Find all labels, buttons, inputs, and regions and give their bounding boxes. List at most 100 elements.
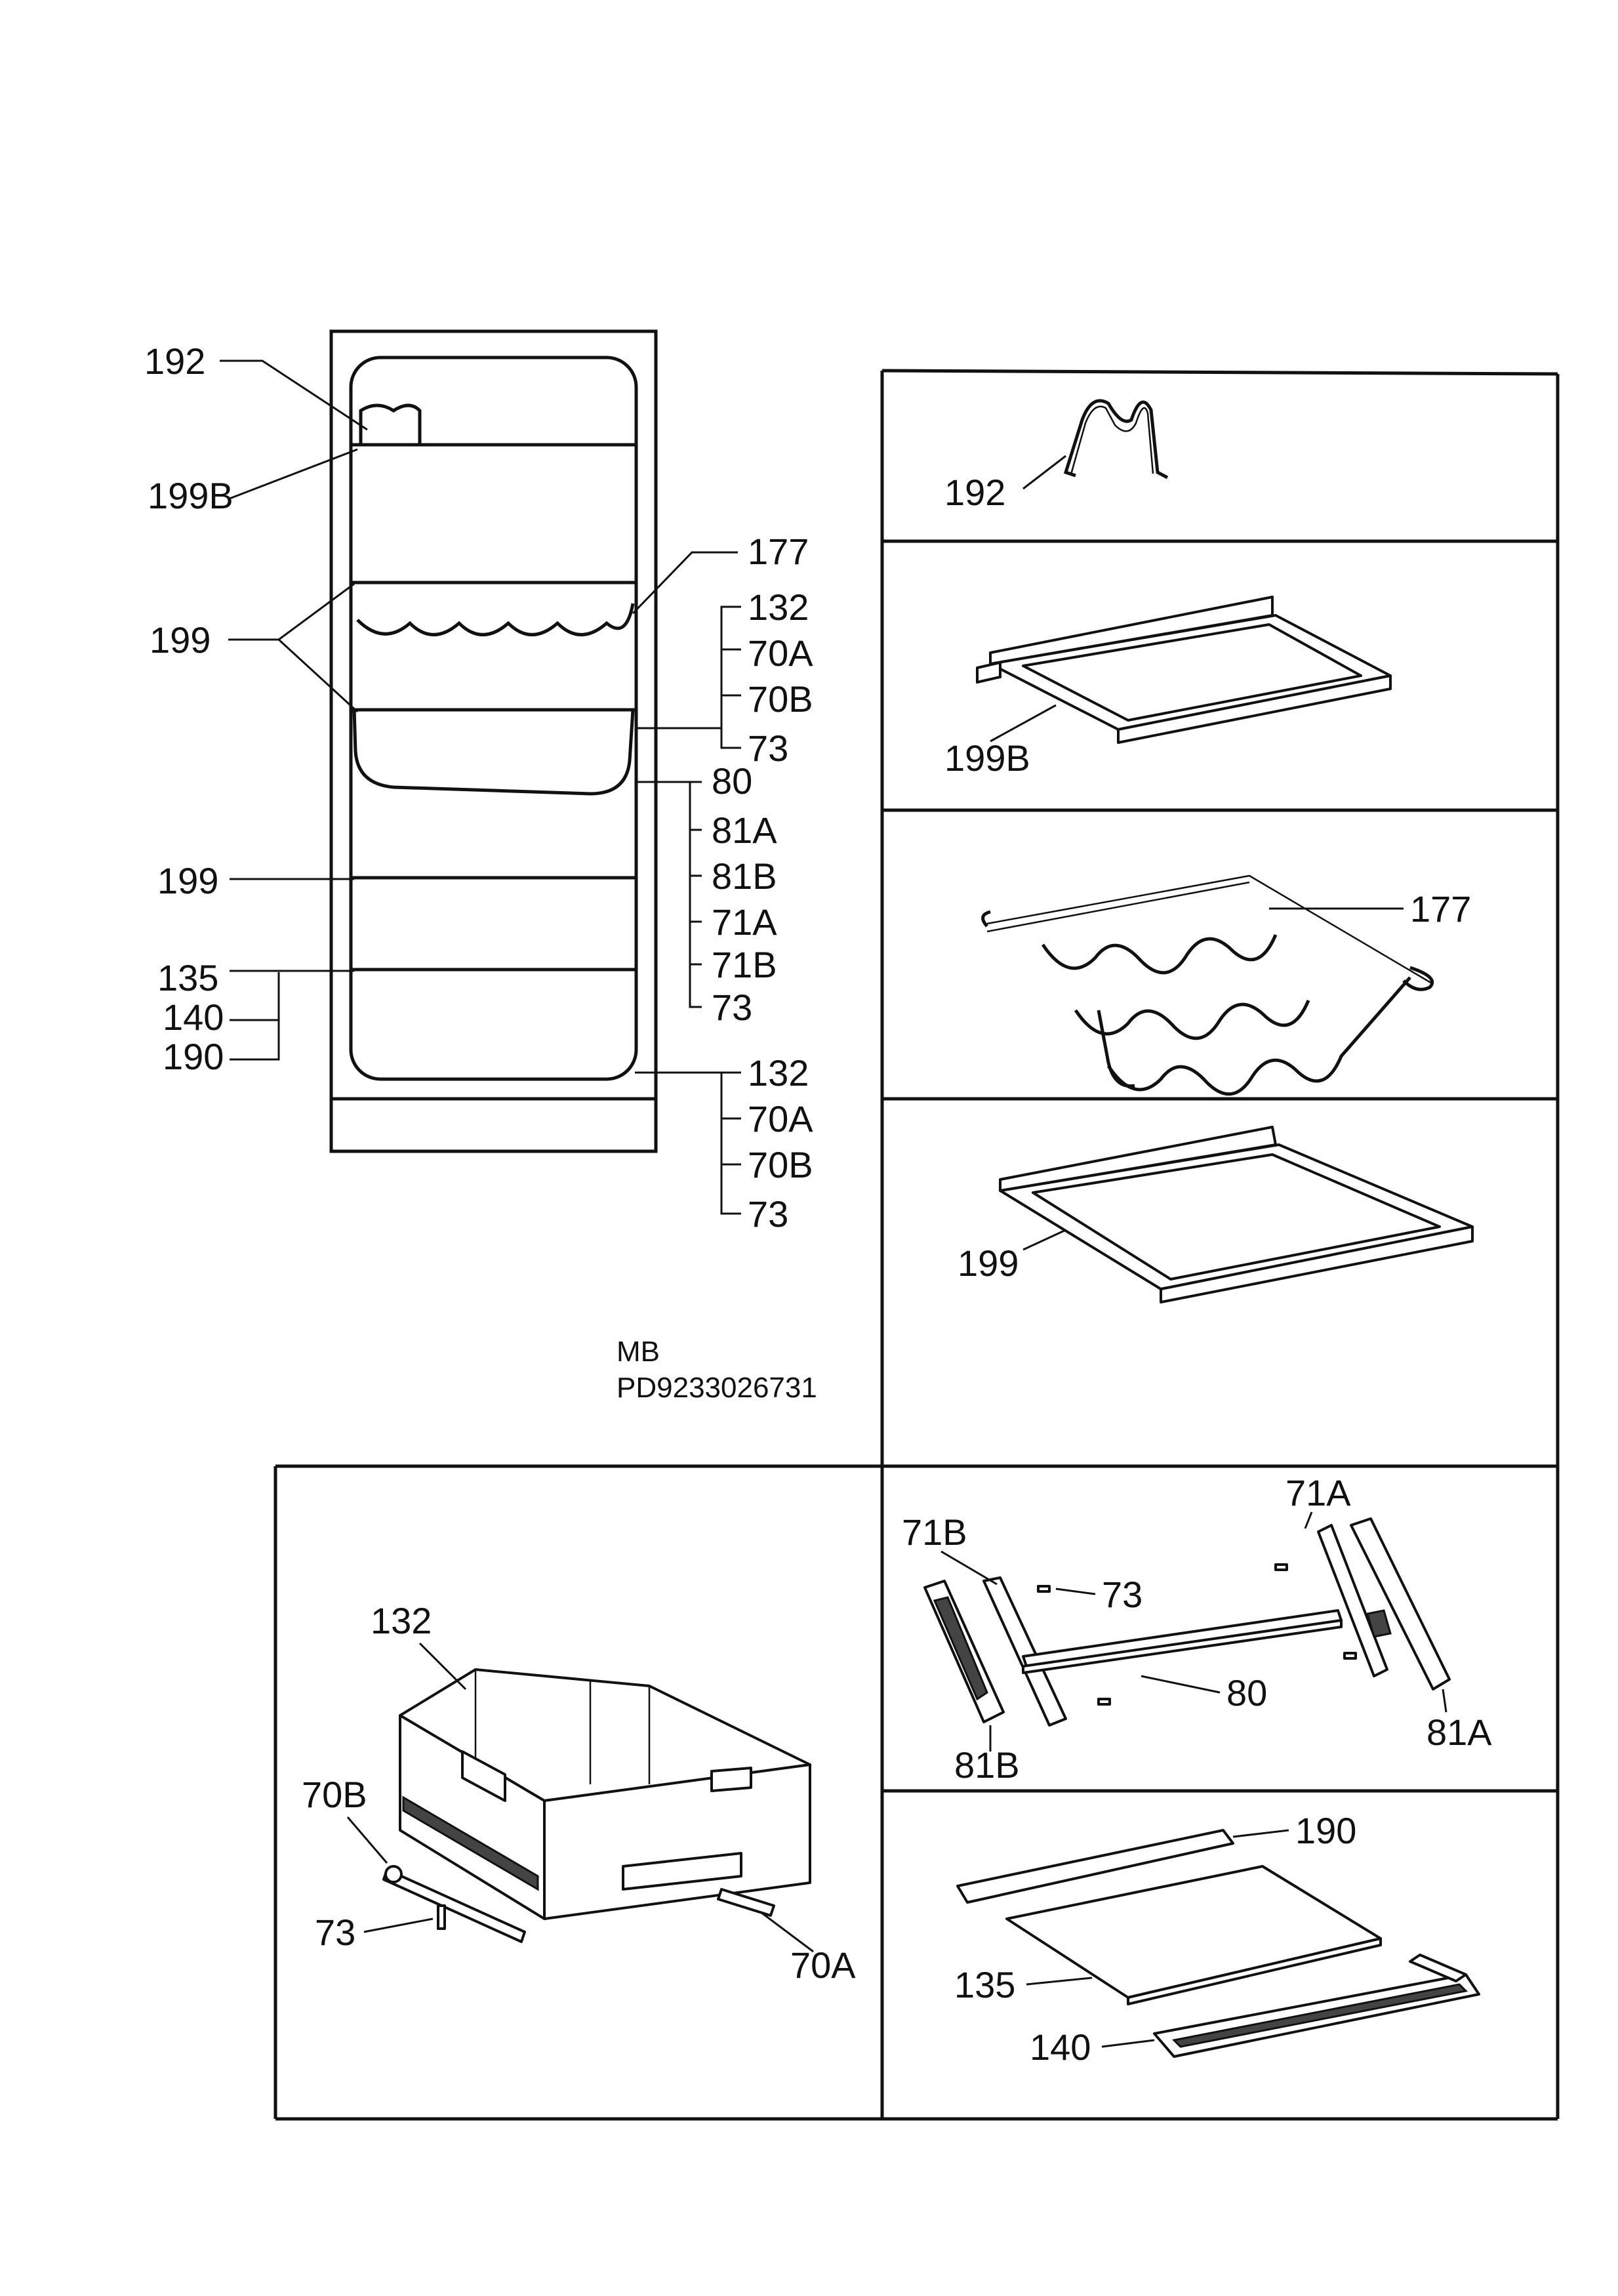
- rail-70a: [717, 1888, 775, 1917]
- drawer-132-vent: [710, 1767, 752, 1792]
- leader-panel-135: [1026, 1977, 1093, 1986]
- bracket-192-wire-inner: [1070, 405, 1154, 475]
- rack-177-wave-1: [1041, 934, 1278, 975]
- label-199-upper: 199: [150, 619, 211, 661]
- label-81a: 81A: [712, 810, 777, 851]
- leader-190: [230, 972, 280, 1061]
- doc-code-line1: MB: [617, 1336, 660, 1368]
- shelf-199-front-edge: [1160, 1225, 1474, 1303]
- bracket-group-d: [720, 1071, 741, 1215]
- rail-71a: [1317, 1524, 1388, 1677]
- label-190: 190: [163, 1036, 224, 1077]
- leader-177: [632, 551, 738, 615]
- bottle-rack-177-wave: [356, 603, 635, 636]
- leader-panel-81a: [1442, 1689, 1447, 1713]
- rail-81b-detail: [933, 1596, 988, 1701]
- panel-label-80: 80: [1226, 1672, 1267, 1713]
- rack-177-rear-rod: [986, 874, 1434, 985]
- leader-panel-132: [418, 1642, 467, 1691]
- overview-left-labels: 192 199B 199 199 135 140 190: [144, 340, 368, 1077]
- panel-bracket-192: 192: [944, 399, 1169, 513]
- cabinet-inner-liner: [349, 356, 638, 1081]
- screw-73-a: [1037, 1585, 1051, 1593]
- label-73-lower: 73: [748, 1193, 788, 1235]
- leader-panel-192: [1022, 455, 1066, 490]
- cover-190-strip: [956, 1829, 1234, 1904]
- bracket-192-shape: [359, 403, 422, 443]
- rack-177-wave-2: [1074, 1000, 1310, 1040]
- label-70b-lower: 70B: [748, 1144, 813, 1185]
- label-71a: 71A: [712, 901, 777, 943]
- panel-bottle-rack-177: 177: [981, 874, 1471, 1096]
- label-73-upper: 73: [748, 728, 788, 769]
- rail-70b-roller: [384, 1865, 403, 1883]
- leader-panel-70b: [346, 1816, 388, 1864]
- label-135: 135: [157, 957, 218, 998]
- panel-label-71a: 71A: [1285, 1472, 1351, 1513]
- bracket-192-wire: [1063, 399, 1169, 480]
- panel-label-190: 190: [1295, 1810, 1356, 1851]
- drawer-132-inner-edges: [474, 1670, 651, 1784]
- panel-small-shelf-199b: 199B: [944, 596, 1392, 779]
- crossbar-80: [1022, 1609, 1343, 1668]
- rack-177-rear-rod-2: [986, 881, 1250, 933]
- rail-71b: [982, 1576, 1067, 1727]
- panel-label-199b: 199B: [944, 737, 1030, 779]
- cover-140-end: [1409, 1954, 1467, 1982]
- cabinet-overview: [329, 329, 658, 1153]
- label-73-mid: 73: [712, 987, 752, 1028]
- panel-label-70b: 70B: [302, 1774, 367, 1815]
- leader-panel-71a: [1304, 1511, 1313, 1529]
- leader-panel-73: [363, 1917, 434, 1933]
- leader-panel-199b: [990, 704, 1057, 743]
- label-192: 192: [144, 340, 205, 382]
- drawer-132-ribs: [402, 1795, 539, 1891]
- screw-73-drawer: [437, 1904, 446, 1930]
- shelf-199b-front-edge: [1117, 674, 1392, 744]
- panel-label-135: 135: [954, 1964, 1015, 2005]
- panel-label-132: 132: [371, 1600, 432, 1641]
- label-177: 177: [748, 531, 809, 572]
- doc-code-line2: PD9233026731: [617, 1372, 817, 1404]
- label-80: 80: [712, 760, 752, 802]
- label-70b-upper: 70B: [748, 678, 813, 720]
- screw-73-d: [1343, 1652, 1357, 1660]
- cover-140-perforation: [1171, 1983, 1468, 2048]
- screw-73-b: [1274, 1563, 1288, 1571]
- panel-label-70a: 70A: [790, 1944, 856, 1986]
- leader-panel-190: [1232, 1829, 1289, 1838]
- leader-panel-73-rails: [1055, 1588, 1096, 1595]
- leader-panel-199: [1022, 1229, 1066, 1251]
- cover-135-edge: [1127, 1937, 1382, 2005]
- label-140: 140: [163, 996, 224, 1038]
- overview-right-labels: 177 132 70A 70B 73 80 81A 81B 71A 71B 73…: [632, 531, 813, 1235]
- leader-panel-70a: [760, 1911, 814, 1953]
- shelf-199-glass: [1032, 1153, 1441, 1281]
- label-132-upper: 132: [748, 586, 809, 628]
- panel-label-177: 177: [1410, 888, 1471, 930]
- drawer-132-handle-slot: [461, 1750, 506, 1802]
- shelf-199b-glass: [1022, 623, 1362, 722]
- label-71b: 71B: [712, 944, 777, 985]
- leader-panel-71b: [940, 1550, 998, 1586]
- panel-label-71b: 71B: [902, 1511, 967, 1553]
- drawer-132-outline: [352, 708, 635, 796]
- rack-177-hook-left: [981, 910, 991, 928]
- leader-panel-140: [1101, 2039, 1155, 2048]
- panel-crisper-cover: 190 135 140: [954, 1810, 1480, 2068]
- label-70a-lower: 70A: [748, 1098, 813, 1139]
- screw-73-c: [1097, 1698, 1111, 1706]
- shelf-199-rear-rail: [999, 1126, 1277, 1192]
- bracket-group-c: [689, 781, 702, 1008]
- frame-top: [881, 369, 1558, 376]
- panel-label-81b: 81B: [954, 1744, 1020, 1786]
- label-199-lower: 199: [157, 860, 218, 901]
- drawer-132-label-area: [622, 1852, 742, 1891]
- bracket-group-b: [720, 605, 741, 749]
- panel-label-81a: 81A: [1426, 1712, 1492, 1753]
- panel-label-73-rails: 73: [1102, 1574, 1143, 1615]
- label-70a-upper: 70A: [748, 632, 813, 674]
- rack-177-wave-3: [1106, 976, 1411, 1096]
- leader-199-b: [277, 638, 359, 713]
